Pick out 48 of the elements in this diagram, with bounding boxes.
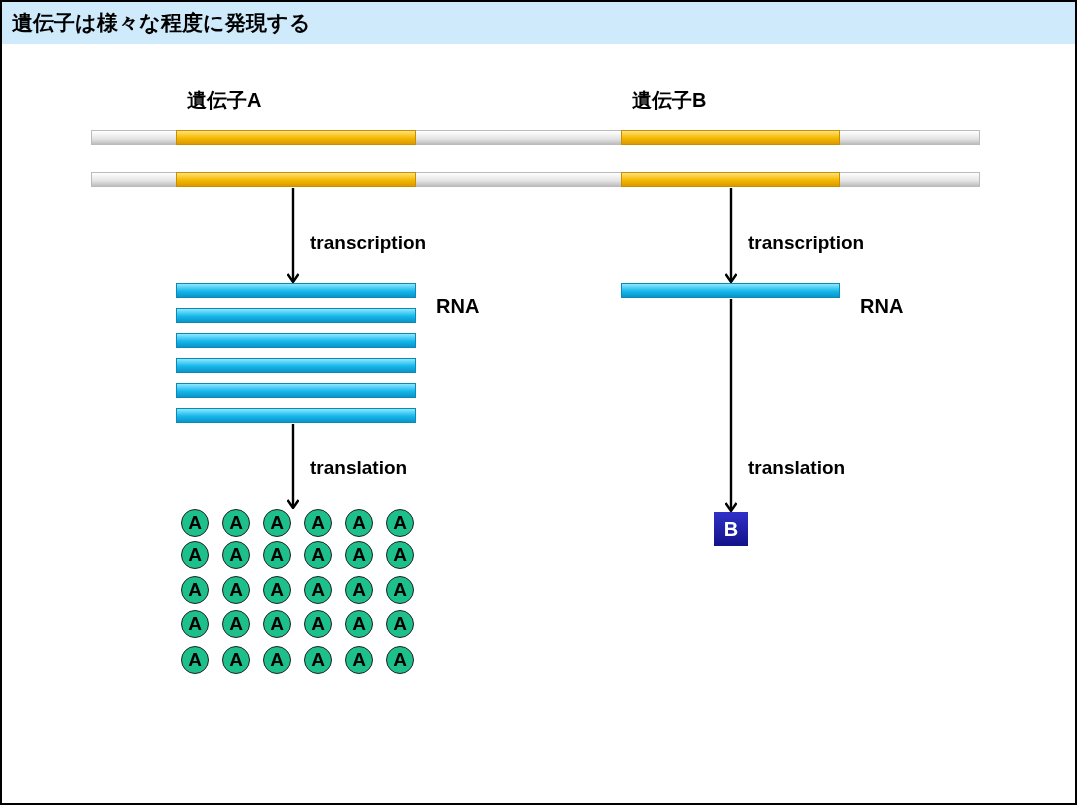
protein-circle: A — [386, 509, 414, 537]
protein-circle: A — [222, 576, 250, 604]
gene-drawing — [621, 88, 840, 187]
protein-circle: A — [263, 509, 291, 537]
protein-circle: A — [222, 610, 250, 638]
protein-circle: A — [386, 541, 414, 569]
rna-stack-drawing — [176, 283, 416, 423]
protein-circle: A — [181, 509, 209, 537]
protein-circle: A — [345, 576, 373, 604]
protein-circle: A — [222, 509, 250, 537]
protein-circle: A — [222, 541, 250, 569]
protein-circle: A — [386, 646, 414, 674]
rna-label: RNA — [860, 294, 904, 318]
protein-circle: A — [386, 576, 414, 604]
protein-circle: A — [181, 610, 209, 638]
arrow — [724, 188, 738, 284]
protein-circle: A — [386, 610, 414, 638]
protein-circle: A — [181, 646, 209, 674]
gene-label: 遺伝子A — [187, 88, 262, 112]
arrow — [286, 424, 300, 510]
rna-bar — [621, 283, 840, 298]
protein-circle: A — [222, 646, 250, 674]
protein-circle: A — [181, 576, 209, 604]
protein-circle: A — [304, 541, 332, 569]
protein-circle: A — [304, 646, 332, 674]
edge-label: translation — [310, 457, 408, 479]
protein-circle: A — [345, 541, 373, 569]
protein-circle: A — [263, 576, 291, 604]
protein-square: B — [714, 512, 748, 546]
protein-circle: A — [345, 509, 373, 537]
gene-label: 遺伝子B — [632, 88, 707, 112]
arrow — [286, 188, 300, 284]
protein-circle: A — [181, 541, 209, 569]
protein-circle: A — [263, 610, 291, 638]
protein-circle: A — [345, 610, 373, 638]
gene-drawing — [176, 88, 416, 187]
protein-circle: A — [345, 646, 373, 674]
rna-label: RNA — [436, 294, 480, 318]
protein-circle: A — [304, 576, 332, 604]
edge-label: transcription — [310, 232, 427, 254]
arrow — [724, 299, 738, 513]
edge-label: translation — [748, 457, 846, 479]
edge-label: transcription — [748, 232, 865, 254]
protein-circle: A — [304, 509, 332, 537]
protein-circle: A — [304, 610, 332, 638]
title-bar: 遺伝子は様々な程度に発現する — [2, 2, 1075, 44]
protein-circle: A — [263, 646, 291, 674]
protein-circle: A — [263, 541, 291, 569]
